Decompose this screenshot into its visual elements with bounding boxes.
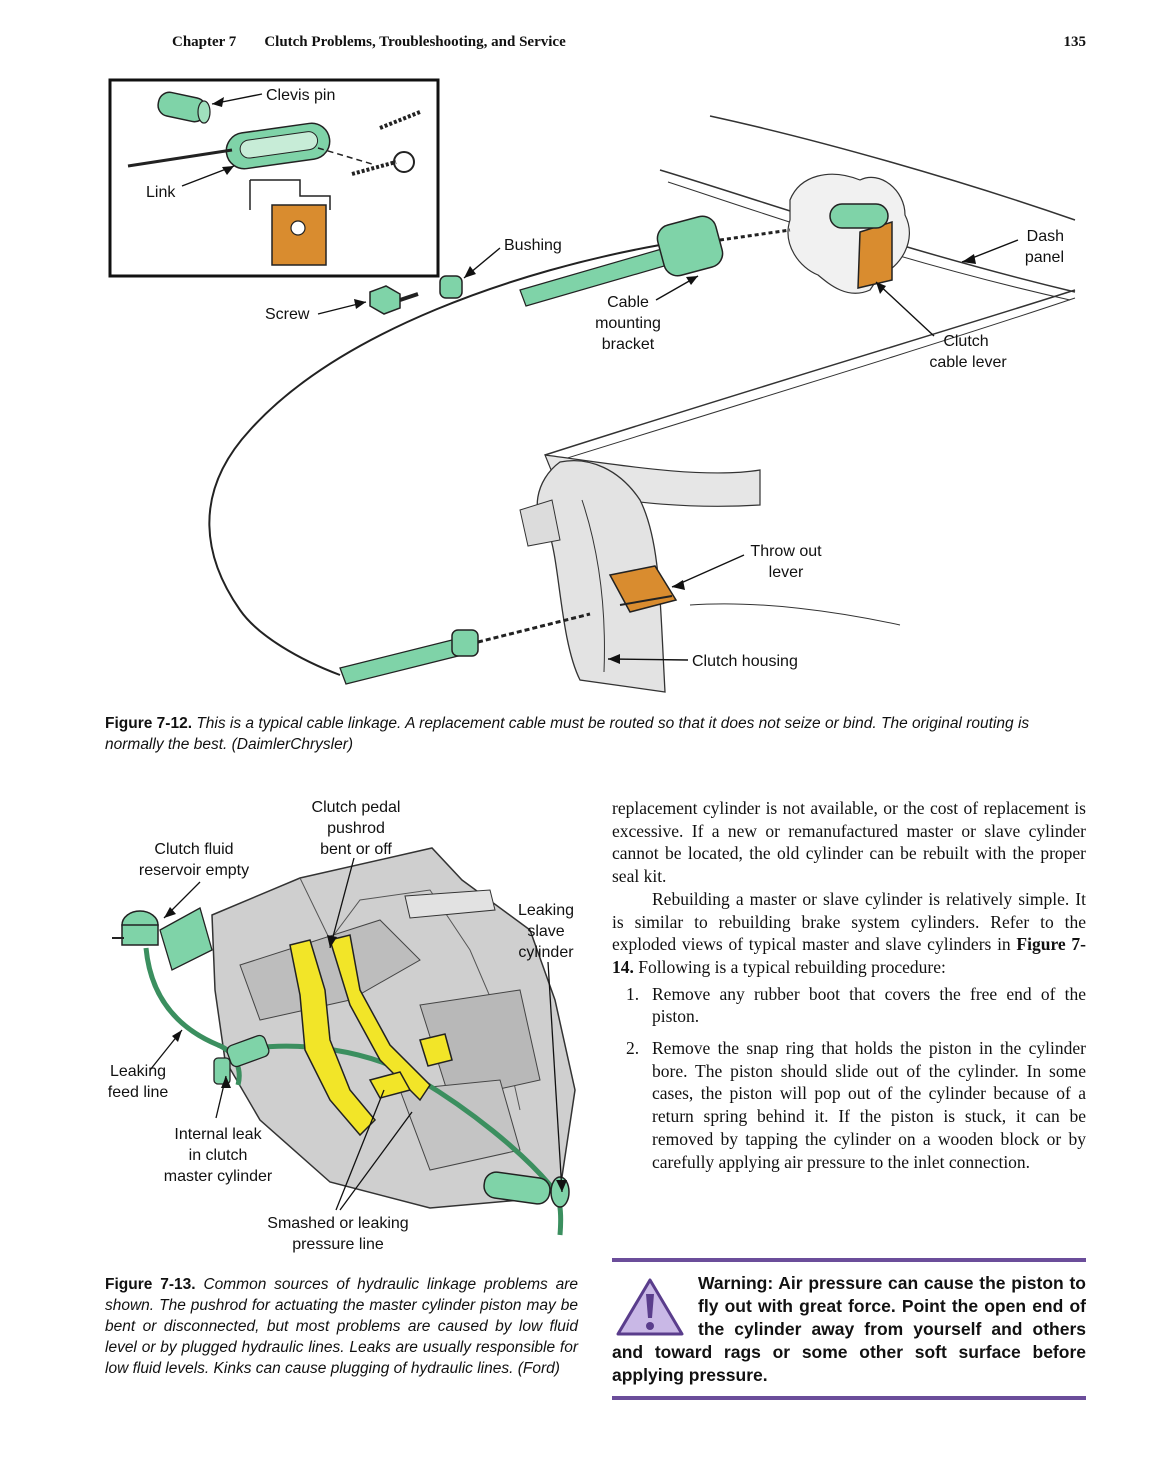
label-screw: Screw — [265, 306, 310, 323]
cable-mounting-bracket-part — [519, 215, 791, 307]
label-feed-line1: Leaking — [110, 1063, 166, 1080]
chapter-title: Clutch Problems, Troubleshooting, and Se… — [264, 34, 566, 50]
label-internal-line1: Internal leak — [174, 1126, 262, 1143]
figure-7-12-arrowheads — [212, 97, 976, 664]
label-link: Link — [146, 184, 176, 201]
procedure-step: 1. Remove any rubber boot that covers the… — [612, 983, 1086, 1028]
label-pushrod-line1: Clutch pedal — [312, 799, 401, 816]
throw-out-lever-part — [608, 565, 678, 613]
inset-box — [108, 78, 440, 278]
label-reservoir-line2: reservoir empty — [139, 862, 249, 879]
label-clevis-pin: Clevis pin — [266, 87, 335, 104]
figure-7-13-text: Common sources of hydraulic linkage prob… — [105, 1276, 579, 1377]
step-text: Remove any rubber boot that covers the f… — [652, 983, 1086, 1027]
label-slave-line1: Leaking — [518, 902, 574, 919]
label-clutch-housing: Clutch housing — [692, 653, 798, 670]
label-cable-line2: mounting — [595, 315, 661, 332]
label-bushing: Bushing — [504, 237, 562, 254]
label-pushrod-line3: bent or off — [320, 841, 392, 858]
label-cable-line3: bracket — [602, 336, 655, 353]
cable-adjuster-part — [339, 612, 591, 685]
para2-start: Rebuilding a master or slave cylinder is… — [612, 888, 1086, 955]
clutch-pedal-part — [289, 934, 453, 1137]
body-paragraph-1: replacement cylinder is not available, o… — [612, 798, 1086, 887]
label-feed-line2: feed line — [108, 1084, 169, 1101]
label-cable-line1: Cable — [607, 294, 649, 311]
label-throw-line1: Throw out — [750, 543, 822, 560]
step-number: 1. — [626, 983, 640, 1004]
feed-line — [143, 947, 242, 1086]
label-smashed-line1: Smashed or leaking — [267, 1215, 408, 1232]
slave-cylinder-part — [483, 1171, 570, 1208]
procedure-step: 2. Remove the snap ring that holds the pi… — [612, 1037, 1086, 1173]
inset-orange-clip — [249, 179, 331, 266]
figure-7-12-illustration: Clevis pin Link Bushing Screw Cable moun… — [108, 78, 1076, 693]
inset-hardware — [351, 110, 421, 176]
body-text-column: replacement cylinder is not available, o… — [612, 797, 1086, 1182]
body-paragraph-2: Rebuilding a master or slave cylinder is… — [612, 888, 1086, 979]
warning-box: Warning: Air pressure can cause the pist… — [612, 1258, 1086, 1400]
label-slave-line2: slave — [527, 923, 564, 940]
label-lever-line1: Clutch — [943, 333, 988, 350]
figure-7-13-number: Figure 7-13. — [105, 1276, 196, 1293]
step-text: Remove the snap ring that holds the pist… — [652, 1038, 1086, 1172]
link-part — [127, 122, 373, 170]
running-header: Chapter 7 Clutch Problems, Troubleshootin… — [172, 34, 566, 51]
figure-7-14-reference: Figure 7-14. — [612, 934, 1086, 977]
clutch-cable — [208, 244, 661, 676]
dash-panel-lines — [544, 115, 1076, 465]
warning-text: Warning: Air pressure can cause the pist… — [612, 1273, 1086, 1385]
label-pushrod-line2: pushrod — [327, 820, 385, 837]
clutch-housing-part — [519, 454, 901, 693]
label-dash-line2: panel — [1025, 249, 1064, 266]
procedure-list: 1. Remove any rubber boot that covers the… — [612, 983, 1086, 1174]
label-internal-line2: in clutch — [189, 1147, 248, 1164]
figure-7-12-number: Figure 7-12. — [105, 715, 192, 732]
bushing-part — [439, 275, 463, 299]
figure-7-13-arrowheads — [164, 907, 567, 1192]
label-slave-line3: cylinder — [518, 944, 574, 961]
chapter-number: Chapter 7 — [172, 34, 237, 50]
master-cylinder-part — [213, 1034, 270, 1085]
label-dash-line1: Dash — [1027, 228, 1064, 245]
figure-7-12-caption: Figure 7-12. This is a typical cable lin… — [105, 713, 1090, 755]
label-smashed-line2: pressure line — [292, 1236, 384, 1253]
clutch-cable-lever-part — [829, 203, 893, 289]
clutch-fluid-reservoir — [112, 907, 213, 971]
screw-part — [369, 285, 419, 315]
label-reservoir-line1: Clutch fluid — [154, 841, 233, 858]
figure-7-13-caption: Figure 7-13. Common sources of hydraulic… — [105, 1274, 578, 1379]
page-number: 135 — [1063, 34, 1087, 50]
clevis-pin-part — [157, 91, 211, 124]
step-number: 2. — [626, 1038, 640, 1059]
label-throw-line2: lever — [769, 564, 804, 581]
para2-end: Following is a typical rebuilding proced… — [638, 956, 946, 977]
label-internal-line3: master cylinder — [164, 1168, 273, 1185]
label-lever-line2: cable lever — [929, 354, 1007, 371]
figure-7-13-illustration: Clutch pedal pushrod bent or off Clutch … — [108, 799, 576, 1253]
figure-7-12-text: This is a typical cable linkage. A repla… — [105, 715, 1030, 753]
warning-icon — [616, 1278, 684, 1336]
